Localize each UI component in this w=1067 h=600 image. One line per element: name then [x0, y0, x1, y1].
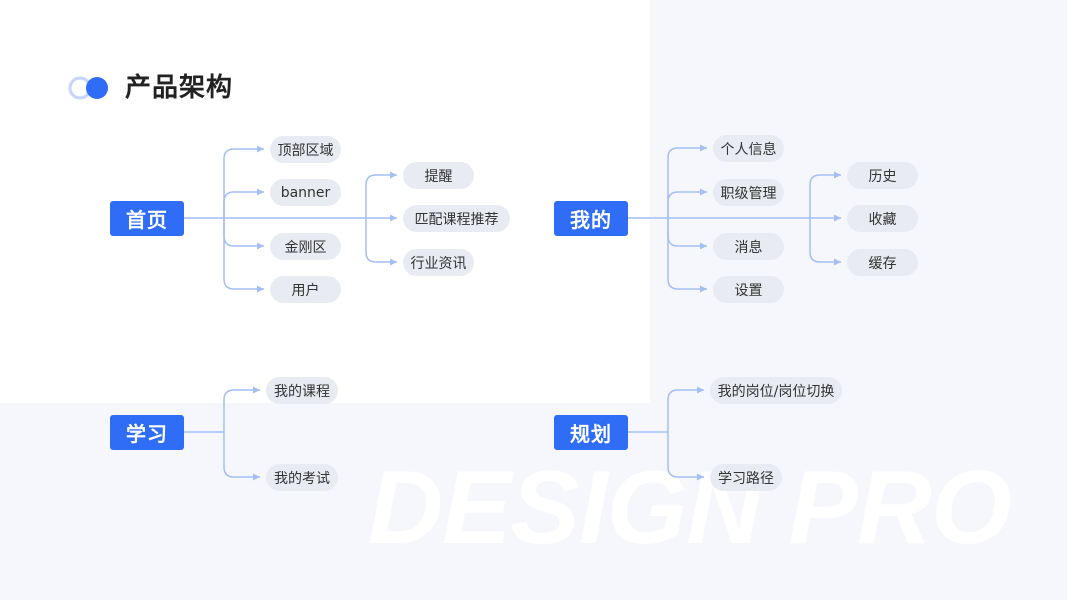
connector: [667, 386, 704, 432]
connector: [667, 218, 707, 293]
connector: [223, 218, 264, 293]
node-mine: 我的: [554, 201, 628, 236]
pill-mine-rank: 职级管理: [713, 179, 784, 206]
pill-study-my-exams: 我的考试: [266, 464, 338, 491]
pill-home-reminder: 提醒: [403, 162, 474, 189]
pill-mine-history: 历史: [847, 162, 918, 189]
node-plan: 规划: [554, 415, 628, 450]
connector: [667, 432, 704, 481]
pill-home-top-area: 顶部区域: [270, 136, 341, 163]
node-study: 学习: [110, 415, 184, 450]
page-title: 产品架构: [125, 73, 234, 103]
connector: [223, 218, 264, 250]
pill-home-industry-news: 行业资讯: [403, 249, 474, 276]
node-home: 首页: [110, 201, 184, 236]
connector: [667, 188, 707, 218]
connector: [365, 218, 397, 266]
title-icon: [68, 76, 108, 100]
connector: [223, 386, 260, 432]
pill-mine-favorites: 收藏: [847, 205, 918, 232]
connector: [667, 218, 707, 250]
connector: [365, 171, 397, 218]
pill-home-kingkong: 金刚区: [270, 233, 341, 260]
connector: [809, 171, 841, 218]
pill-mine-profile: 个人信息: [713, 135, 784, 162]
connector: [223, 432, 260, 481]
pill-plan-learning-path: 学习路径: [710, 464, 782, 491]
pill-home-banner: banner: [270, 179, 341, 206]
connector: [809, 218, 841, 266]
watermark: DESIGN PRO: [368, 450, 1012, 566]
connector: [223, 145, 264, 218]
pill-home-user: 用户: [270, 276, 341, 303]
pill-study-my-courses: 我的课程: [266, 377, 338, 404]
pill-mine-messages: 消息: [713, 233, 784, 260]
connector: [667, 144, 707, 218]
pill-plan-position-switch: 我的岗位/岗位切换: [710, 377, 842, 404]
pill-home-course-recommend: 匹配课程推荐: [403, 205, 510, 232]
pill-mine-cache: 缓存: [847, 249, 918, 276]
pill-mine-settings: 设置: [713, 276, 784, 303]
connector: [223, 188, 264, 218]
